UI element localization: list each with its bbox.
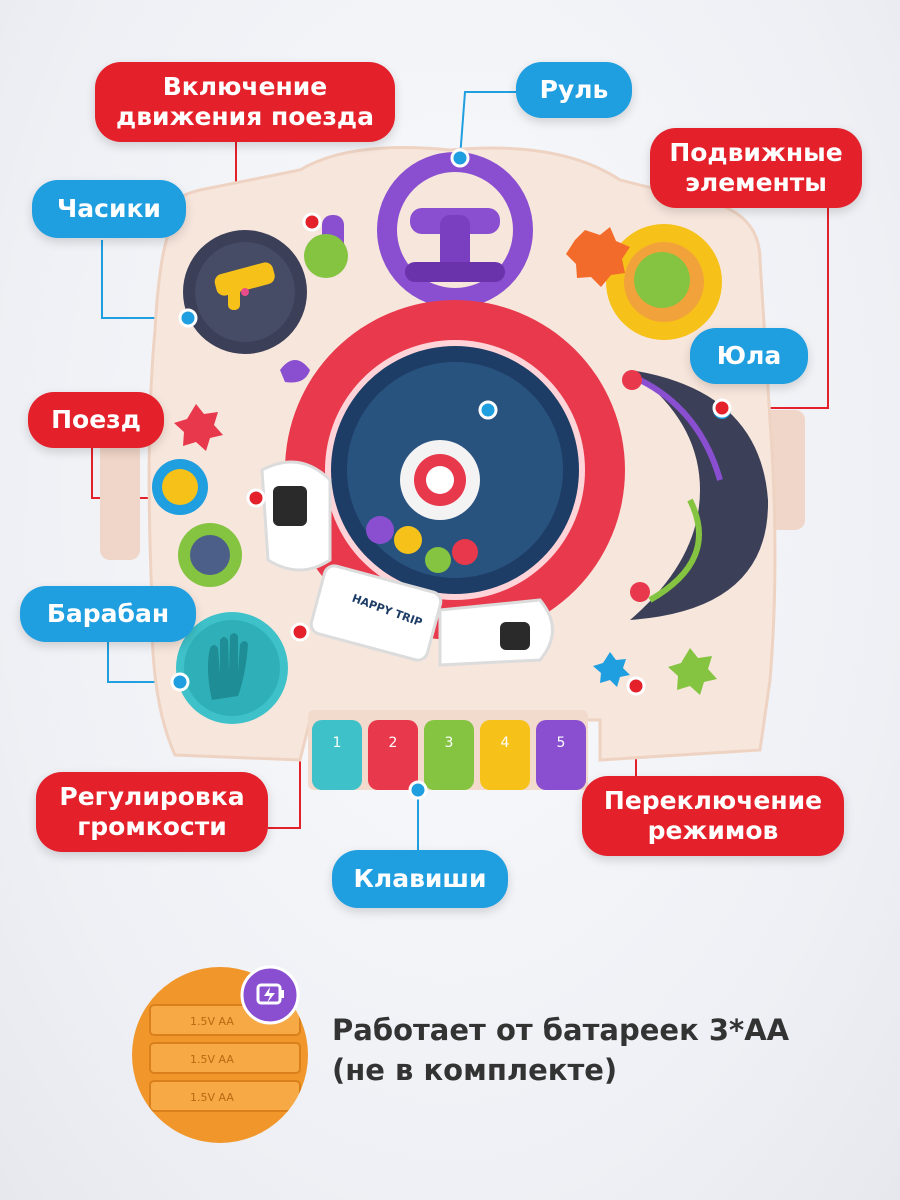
cell-label-1: 1.5V AA [190,1015,234,1028]
battery-charge-icon [256,983,284,1005]
label-top: Юла [690,328,808,384]
cell-label-2: 1.5V AA [190,1053,234,1066]
connector-dots [170,148,732,800]
train-icon[interactable]: HAPPY TRIP [260,460,554,667]
key-1-label: 1 [333,735,342,751]
decorative-stars [152,360,717,695]
clock-icon[interactable] [183,230,307,354]
label-wheel: Руль [516,62,632,118]
label-train: Поезд [28,392,164,448]
label-moving-parts: Подвижные элементы [650,128,862,208]
key-3-label: 3 [445,735,454,751]
label-train-motion: Включение движения поезда [95,62,395,142]
spinning-top-icon[interactable] [285,300,625,640]
key-2-label: 2 [389,735,398,751]
label-keys: Клавиши [332,850,508,908]
battery-note: Работает от батареек 3*AA (не в комплект… [332,1010,789,1090]
key-5-label: 5 [557,735,566,751]
flower-gear-icon[interactable] [566,224,722,340]
battery-line-1: Работает от батареек 3*AA [332,1013,790,1047]
label-mode-switch: Переключение режимов [582,776,844,856]
cell-label-3: 1.5V AA [190,1091,234,1104]
label-drum: Барабан [20,586,196,642]
drum-icon[interactable] [176,612,288,724]
steering-wheel-icon[interactable] [377,152,533,308]
battery-compartment: 1.5V AA 1.5V AA 1.5V AA [130,965,310,1145]
bead-maze-icon[interactable] [622,370,769,620]
battery-image: 1.5V AA 1.5V AA 1.5V AA [132,965,308,1143]
battery-line-2: (не в комплекте) [332,1053,618,1087]
label-clock: Часики [32,180,186,238]
train-switch-icon[interactable] [304,215,348,278]
label-volume: Регулировка громкости [36,772,268,852]
key-4-label: 4 [501,735,510,751]
piano-keys[interactable]: 1 2 3 4 5 [308,710,588,790]
